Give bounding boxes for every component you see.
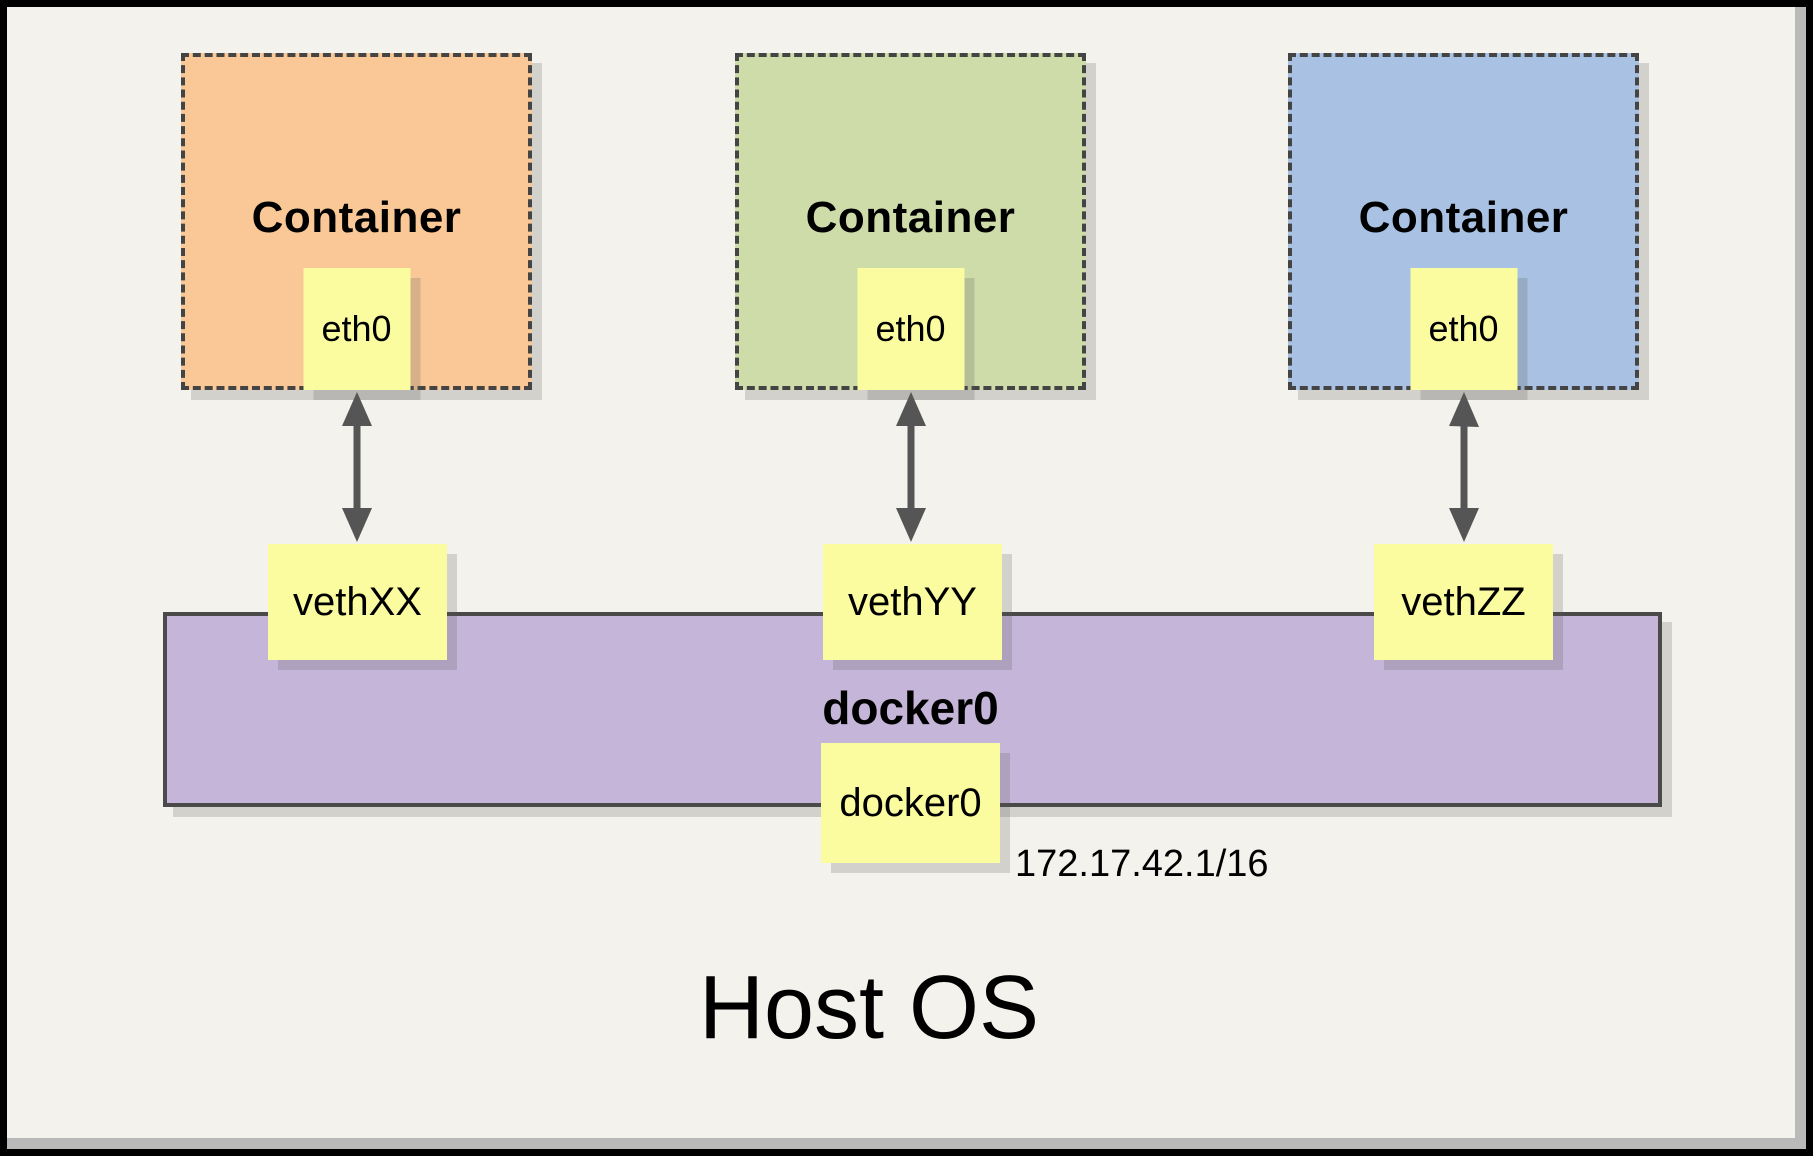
eth0-node: eth0 [857,268,964,390]
eth0-veth-arrow [1449,392,1479,542]
arrowhead-down-icon [896,508,926,542]
eth0-node: eth0 [1410,268,1517,390]
eth0-node: eth0 [303,268,410,390]
eth0-veth-arrow [342,392,372,542]
host-os-title: Host OS [698,958,1040,1058]
container-label: Container [251,193,462,242]
container-box-1: Container eth0 [181,53,532,390]
vethyy-node: vethYY [823,544,1002,660]
docker0-node: docker0 [821,743,1000,863]
arrowhead-down-icon [1449,508,1479,542]
arrowhead-down-icon [342,508,372,542]
eth0-veth-arrow [896,392,926,542]
container-box-3: Container eth0 [1288,53,1639,390]
docker0-bridge-label: docker0 [822,682,999,734]
arrowhead-up-icon [342,392,372,426]
container-label: Container [1358,193,1569,242]
arrowhead-up-icon [896,392,926,426]
arrowhead-up-icon [1449,392,1479,427]
subnet-address-label: 172.17.42.1/16 [1015,843,1269,885]
vethxx-node: vethXX [268,544,447,660]
container-box-2: Container eth0 [735,53,1086,390]
vethzz-node: vethZZ [1374,544,1553,660]
container-label: Container [805,193,1016,242]
